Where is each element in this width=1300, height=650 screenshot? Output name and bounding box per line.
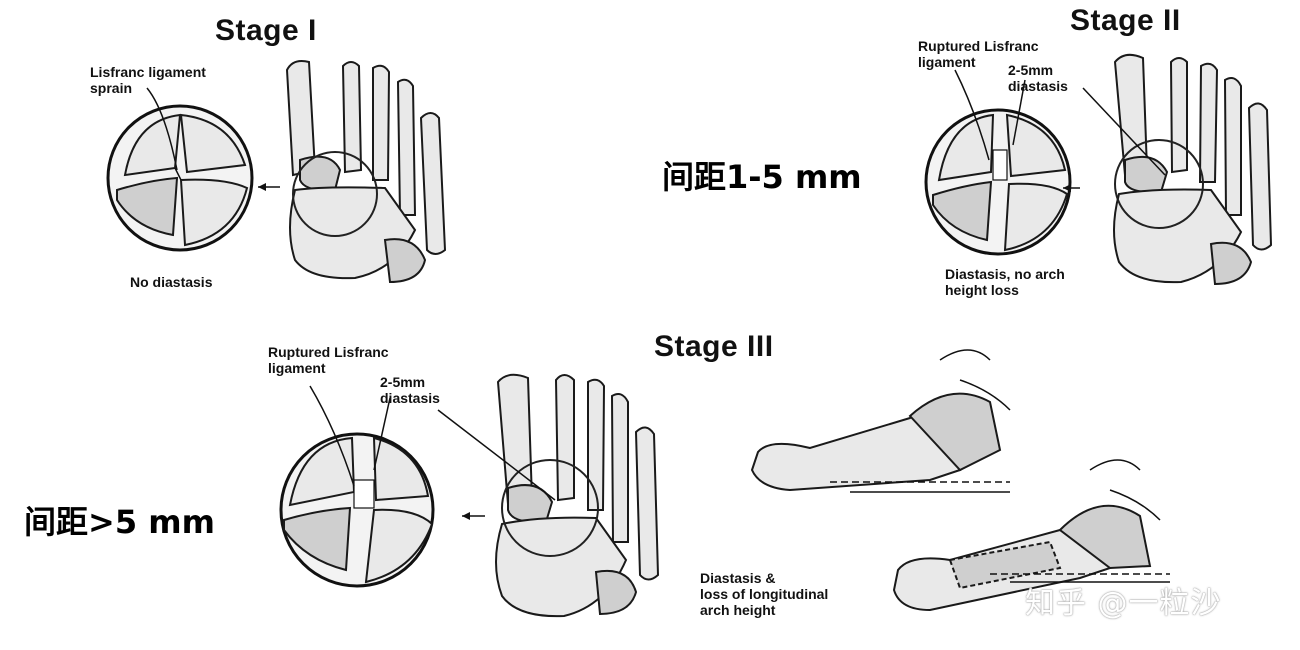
stage-3-illustration — [279, 349, 1170, 618]
stage-1-label-no-diastasis: No diastasis — [130, 274, 213, 290]
side-view-arch-loss — [892, 459, 1170, 612]
stage-2-panel: Stage II Ruptured Lisfranc ligament 2-5m… — [915, 0, 1295, 310]
side-view-normal-arch — [750, 349, 1011, 493]
stage-3-title: Stage III — [654, 330, 774, 363]
stage-1-title: Stage I — [215, 14, 317, 47]
stage-3-panel: Stage III Ruptured Lisfranc ligament 2-5… — [268, 320, 1290, 650]
stage-2-label-ruptured: Ruptured Lisfranc ligament — [918, 38, 1039, 70]
stage-3-label-diastasis: 2-5mm diastasis — [380, 374, 440, 406]
watermark: 知乎 @一粒沙 — [1025, 586, 1222, 621]
stage-2-title: Stage II — [1070, 4, 1181, 37]
stage-2-label-no-arch-loss: Diastasis, no arch height loss — [945, 266, 1065, 298]
stage-3-zoom-marker — [501, 459, 599, 557]
stage-1-illustration — [106, 60, 447, 284]
stage-3-label-arch-loss: Diastasis & loss of longitudinal arch he… — [700, 570, 829, 618]
stage-1-panel: Stage I Lisfranc ligament sprain No dias… — [90, 0, 455, 300]
gap-gt-5mm-annotation: 间距>5 mm — [24, 503, 215, 541]
stage-2-label-diastasis: 2-5mm diastasis — [1008, 62, 1068, 94]
stage-2-illustration — [924, 53, 1273, 286]
stage-2-magnified-circle — [924, 108, 1072, 256]
stage-3-label-ruptured: Ruptured Lisfranc ligament — [268, 344, 389, 376]
gap-1-5mm-annotation: 间距1-5 mm — [662, 158, 862, 196]
stage-1-label-sprain: Lisfranc ligament sprain — [90, 64, 206, 96]
stage-2-zoom-marker — [1114, 139, 1204, 229]
stage-1-zoom-marker — [292, 151, 378, 237]
